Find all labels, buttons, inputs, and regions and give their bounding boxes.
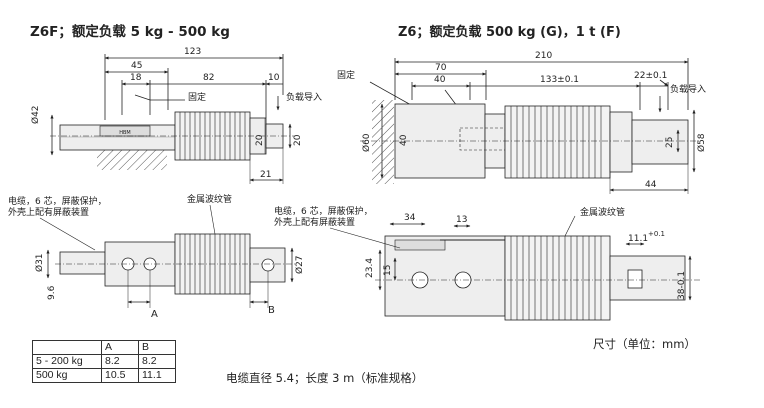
label-bellows-right: 金属波纹管: [580, 208, 626, 218]
cable-note: 电缆直径 5.4；长度 3 m（标准规格）: [226, 371, 424, 385]
dim-20a: 20: [255, 134, 265, 146]
label-cable-left-2: 外壳上配有屏蔽装置: [8, 208, 90, 218]
table-cell: [32, 340, 102, 355]
label-a: A: [151, 309, 158, 320]
dim-9: 9.6: [47, 285, 57, 300]
table-row: A B: [32, 340, 176, 355]
table-cell: 500 kg: [32, 368, 102, 383]
dim-82: 82: [203, 73, 215, 83]
dim-21: 21: [260, 170, 272, 180]
right-bottom-view: [329, 215, 700, 321]
dim-11: 11.1: [628, 234, 649, 244]
dim-22: 22±0.1: [634, 71, 668, 81]
label-bellows-left: 金属波纹管: [187, 195, 233, 205]
table-cell: A: [101, 340, 139, 355]
dim-15: 15: [383, 264, 393, 276]
dim-25: 25: [665, 136, 675, 148]
dim-d31: Ø31: [35, 253, 45, 272]
dim-13: 13: [456, 215, 468, 225]
table-cell: 11.1: [138, 368, 176, 383]
svg-text:HBM: HBM: [119, 130, 131, 136]
dim-210: 210: [535, 51, 553, 61]
dim-123: 123: [184, 47, 202, 57]
label-cable-left-1: 电缆，6 芯，屏蔽保护，: [8, 197, 107, 207]
dim-d42: Ø42: [31, 105, 41, 124]
table-row: 5 - 200 kg 8.2 8.2: [32, 354, 176, 369]
dim-23: 23.4: [365, 257, 375, 278]
dim-18: 18: [130, 73, 142, 83]
table-cell: 8.2: [101, 354, 139, 369]
label-load-in-left: 负载导入: [286, 93, 323, 103]
table-cell: 5 - 200 kg: [32, 354, 102, 369]
dim-133: 133±0.1: [540, 75, 580, 85]
label-load-in-right: 负载导入: [670, 85, 707, 95]
dim-40: 40: [434, 75, 446, 85]
title-left: Z6F；额定负载 5 kg - 500 kg: [30, 24, 230, 40]
unit-note: 尺寸（单位：mm）: [593, 337, 696, 351]
spec-table: A B 5 - 200 kg 8.2 8.2 500 kg 10.5 11.1: [32, 340, 176, 383]
dim-34: 34: [404, 213, 416, 223]
label-cable-right-1: 电缆，6 芯，屏蔽保护，: [274, 207, 373, 217]
dim-10: 10: [268, 73, 280, 83]
dim-45: 45: [131, 61, 143, 71]
dim-44: 44: [645, 180, 657, 190]
table-cell: 8.2: [138, 354, 176, 369]
dim-40v: 40: [399, 134, 409, 146]
left-top-view: [50, 54, 284, 156]
label-cable-right-2: 外壳上配有屏蔽装置: [274, 218, 356, 228]
label-fixed-left: 固定: [188, 93, 207, 103]
title-right: Z6；额定负载 500 kg (G)，1 t (F): [398, 25, 621, 40]
table-cell: 10.5: [101, 368, 139, 383]
table-cell: B: [138, 340, 176, 355]
right-top-body: [360, 100, 700, 194]
left-bottom-view: [39, 204, 295, 308]
dim-d60: Ø60: [362, 133, 372, 152]
label-b: B: [268, 305, 275, 316]
table-row: 500 kg 10.5 11.1: [32, 368, 176, 383]
left-top-body: HBM: [50, 111, 295, 184]
dim-d27: Ø27: [295, 255, 305, 274]
dim-d58: Ø58: [697, 133, 707, 152]
dim-38: 38-0.1: [677, 270, 687, 300]
dim-11-tolerance: +0.1: [648, 230, 665, 238]
dim-20b: 20: [293, 134, 303, 146]
label-fixed-right: 固定: [337, 71, 356, 81]
dim-70: 70: [435, 63, 447, 73]
